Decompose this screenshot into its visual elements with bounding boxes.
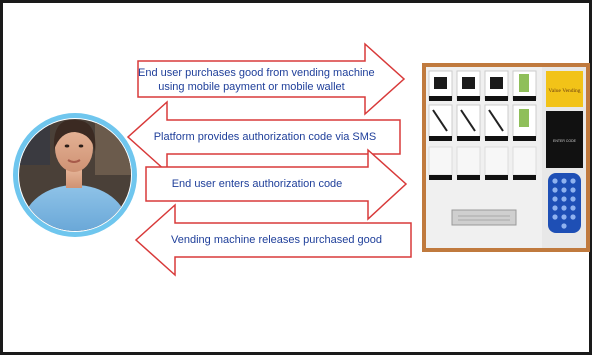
arrow-step-2: [126, 100, 401, 174]
screen-text: ENTER CODE: [553, 139, 577, 143]
arrow-step-3: [145, 148, 408, 221]
arrow-step-1: [137, 42, 406, 116]
vending-machine: [422, 63, 590, 252]
step-1-line-2: using mobile payment or mobile wallet: [158, 81, 345, 93]
dispense-slot: [451, 209, 517, 226]
brand-label: Value Vending: [548, 88, 580, 94]
step-3-label: End user enters authorization code: [146, 177, 368, 191]
brand-panel: [546, 71, 583, 107]
step-4-label: Vending machine releases purchased good: [142, 233, 411, 247]
step-3-line-1: End user enters authorization code: [171, 178, 343, 190]
step-1-label: End user purchases good from vending mac…: [138, 66, 375, 94]
product-row-2: [428, 104, 537, 141]
product-row-3: [428, 146, 537, 180]
step-4-line-1: Vending machine releases purchased good: [171, 234, 382, 246]
step-2-label: Platform provides authorization code via…: [130, 130, 400, 144]
product-row-1: [428, 70, 537, 101]
user-avatar: [13, 113, 137, 237]
step-2-line-1: Platform provides authorization code via…: [153, 131, 377, 143]
keypad: [548, 173, 581, 233]
machine-screen: [546, 111, 583, 168]
step-1-line-1: End user purchases good from vending mac…: [138, 67, 375, 79]
arrow-step-4: [134, 203, 412, 277]
